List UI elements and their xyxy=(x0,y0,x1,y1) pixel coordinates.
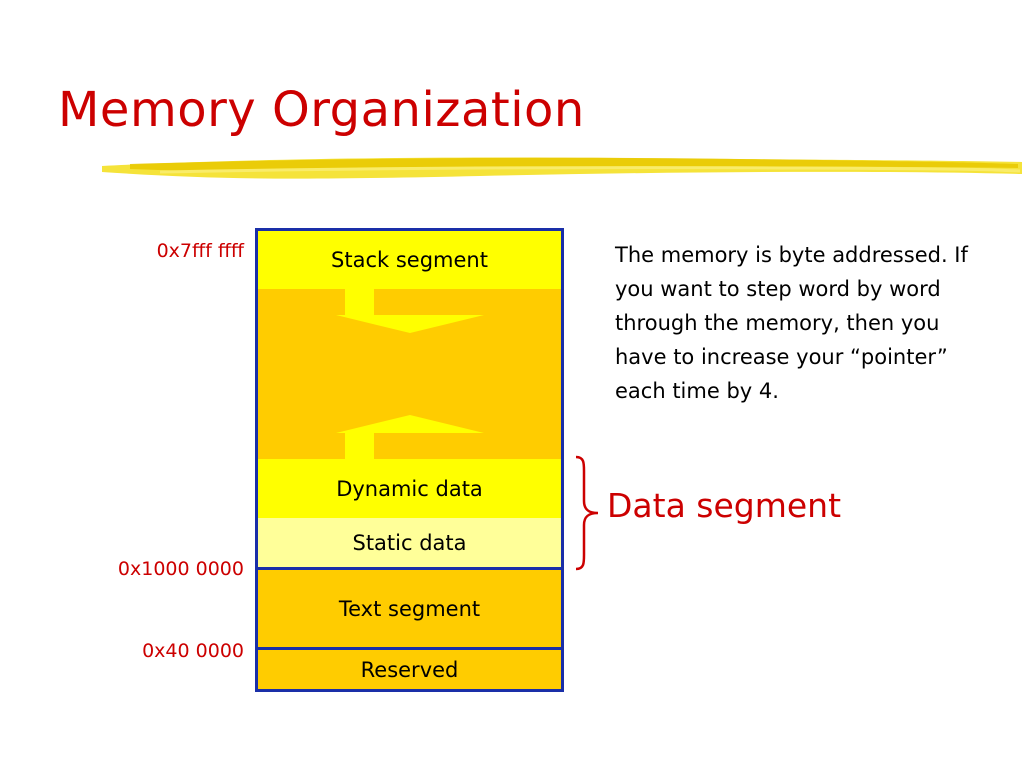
stack-segment-label: Stack segment xyxy=(331,248,488,272)
static-data-segment: Static data xyxy=(258,518,561,570)
reserved-label: Reserved xyxy=(360,657,459,682)
heap-grows-up-arrow xyxy=(336,415,484,459)
address-data-start: 0x1000 0000 xyxy=(117,558,244,580)
data-segment-label: Data segment xyxy=(607,486,842,525)
title-underline xyxy=(102,157,1022,179)
static-data-label: Static data xyxy=(352,530,467,555)
stack-grows-down-arrow xyxy=(336,289,484,333)
address-top: 0x7fff ffff xyxy=(156,240,244,262)
memory-map: Stack segment Dynamic data Static data T… xyxy=(255,228,564,692)
dynamic-data-label: Dynamic data xyxy=(336,476,483,501)
slide-title: Memory Organization xyxy=(58,82,585,138)
byte-addressing-note: The memory is byte addressed. If you wan… xyxy=(615,243,968,403)
growth-arrows xyxy=(336,289,484,459)
text-segment-label: Text segment xyxy=(338,596,481,621)
dynamic-data-segment: Dynamic data xyxy=(258,459,561,518)
address-text-start: 0x40 0000 xyxy=(142,640,244,662)
text-segment: Text segment xyxy=(258,570,561,650)
reserved-segment: Reserved xyxy=(258,650,561,689)
data-segment-brace xyxy=(575,455,599,571)
stack-segment: Stack segment xyxy=(258,231,561,289)
